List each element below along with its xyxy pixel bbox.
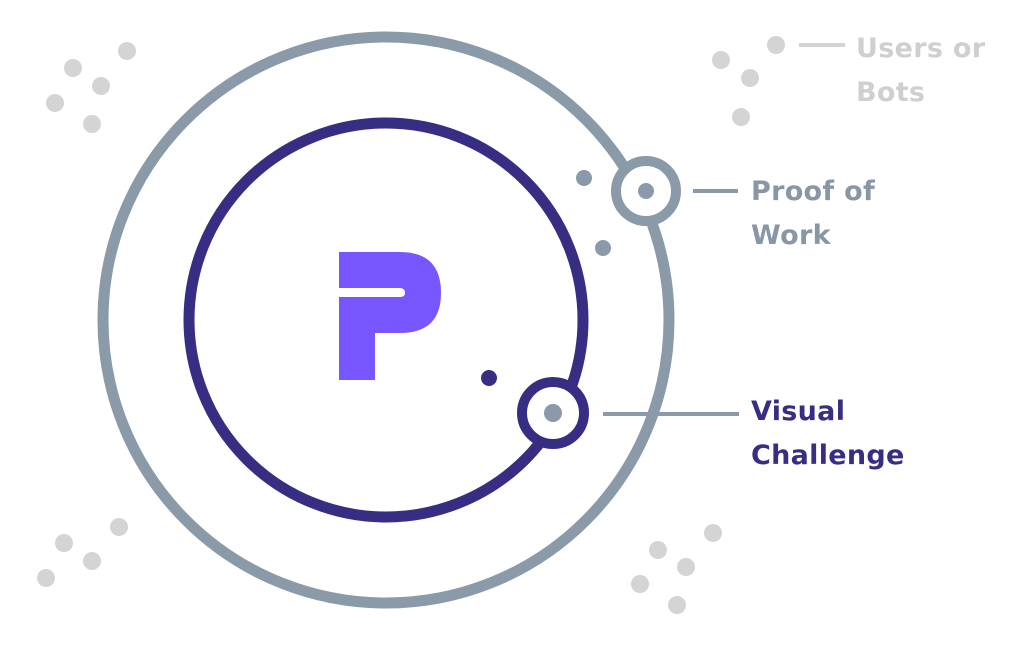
light-dot: [741, 69, 759, 87]
visual-challenge-line-2: Challenge: [751, 440, 905, 471]
proof-of-work-line-2: Work: [751, 220, 831, 251]
light-dot: [83, 552, 101, 570]
light-dot: [668, 596, 686, 614]
users-or-bots-label: Users or Bots: [856, 27, 985, 115]
light-dot: [649, 541, 667, 559]
light-dot: [110, 518, 128, 536]
light-dot: [92, 77, 110, 95]
light-dot: [46, 94, 64, 112]
light-dot: [732, 108, 750, 126]
light-dot: [37, 569, 55, 587]
light-dot: [677, 558, 695, 576]
dot-cluster-top-left: [46, 42, 136, 133]
inner-ring: [183, 117, 589, 523]
navy-dot: [481, 370, 497, 386]
light-dot: [767, 36, 785, 54]
pow-node-core: [638, 183, 654, 199]
p-letter-logo-icon: [339, 252, 441, 380]
dot-cluster-bottom-left: [37, 518, 128, 587]
light-dot: [631, 575, 649, 593]
light-dot: [712, 51, 730, 69]
dot-cluster-top-right: [712, 36, 785, 126]
visual-node-core: [544, 404, 562, 422]
users-or-bots-line-2: Bots: [856, 77, 926, 108]
proof-of-work-label: Proof of Work: [751, 170, 875, 258]
light-dot: [83, 115, 101, 133]
light-dot: [118, 42, 136, 60]
users-or-bots-line-1: Users or: [856, 33, 986, 64]
gray-dot: [595, 240, 611, 256]
proof-of-work-line-1: Proof of: [751, 176, 876, 207]
visual-challenge-line-1: Visual: [751, 396, 846, 427]
outer-ring: [97, 31, 675, 609]
light-dot: [704, 524, 722, 542]
light-dot: [55, 534, 73, 552]
visual-challenge-label: Visual Challenge: [751, 390, 905, 478]
gray-dot: [576, 170, 592, 186]
dot-cluster-bottom-right: [631, 524, 722, 614]
light-dot: [64, 59, 82, 77]
